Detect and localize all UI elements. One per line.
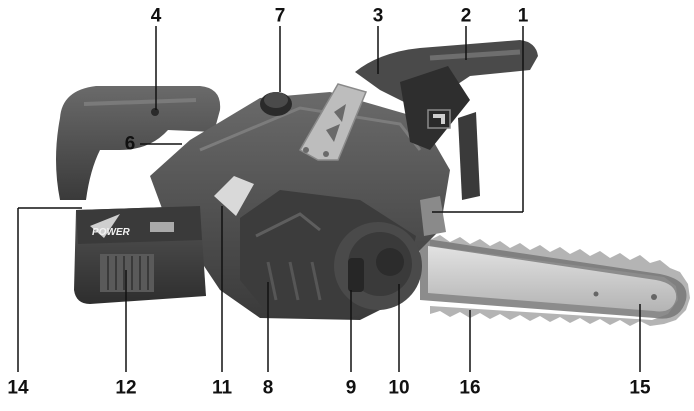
battery-logo-text: POWER (92, 227, 130, 238)
saw-chain (430, 235, 690, 326)
label-3: 3 (372, 5, 384, 27)
label-9: 9 (345, 377, 357, 399)
rear-handle (56, 86, 221, 200)
label-1: 1 (517, 5, 529, 27)
label-4: 4 (150, 5, 162, 27)
label-11: 11 (211, 377, 233, 399)
label-12: 12 (115, 377, 137, 399)
label-16: 16 (459, 377, 481, 399)
label-8: 8 (262, 377, 274, 399)
label-14: 14 (7, 377, 29, 399)
guide-bar (420, 238, 687, 319)
leader-lines (17, 26, 641, 372)
motor-housing (150, 66, 470, 320)
label-6: 6 (124, 133, 136, 155)
label-10: 10 (388, 377, 410, 399)
battery-pack (74, 206, 206, 304)
label-2: 2 (460, 5, 472, 27)
label-7: 7 (274, 5, 286, 27)
label-15: 15 (629, 377, 651, 399)
